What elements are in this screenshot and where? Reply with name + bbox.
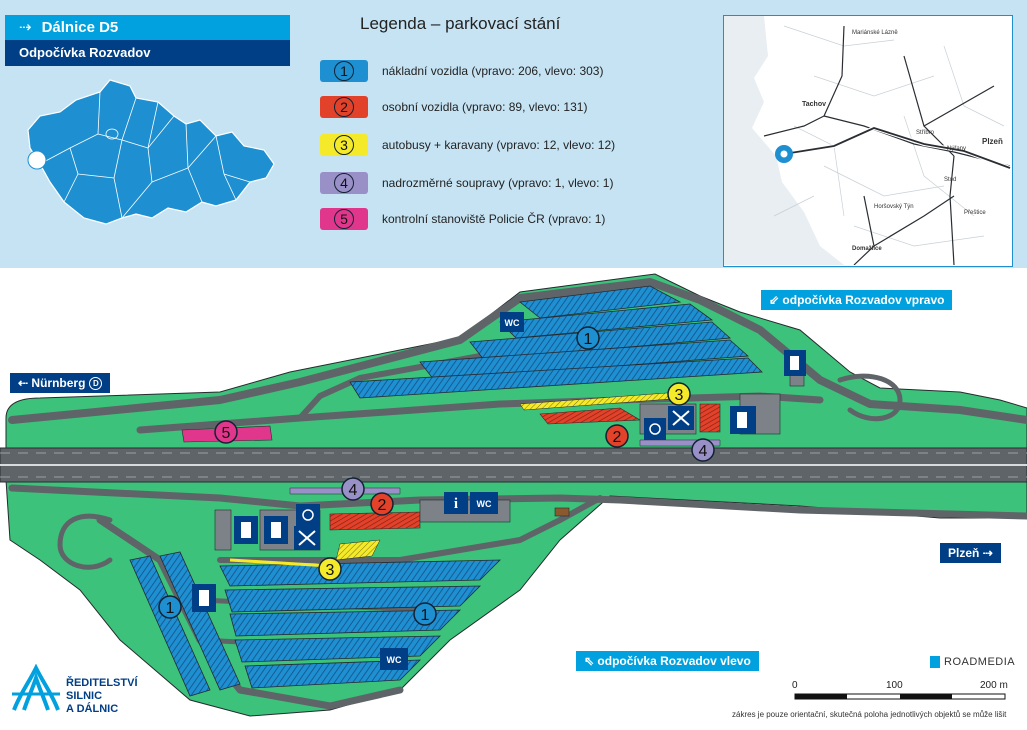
legend-item-trucks: 1 nákladní vozidla (vpravo: 206, vlevo: … xyxy=(320,59,603,83)
scale-label: 200 m xyxy=(980,680,1008,691)
town-label: Stod xyxy=(944,177,956,183)
legend-item-oversized: 4 nadrozměrné soupravy (vpravo: 1, vlevo… xyxy=(320,171,613,195)
legend-number: 4 xyxy=(334,173,354,193)
wc-label: WC xyxy=(387,655,402,665)
legend-text: autobusy + karavany (vpravo: 12, vlevo: … xyxy=(382,138,616,152)
legend-text: nadrozměrné soupravy (vpravo: 1, vlevo: … xyxy=(382,176,614,190)
town-label: Tachov xyxy=(802,101,826,108)
border-area xyxy=(724,16,844,265)
town-label: Plzeň xyxy=(982,137,1003,146)
disclaimer: zákres je pouze orientační, skutečná pol… xyxy=(732,710,1007,719)
highway-title: ⇢ Dálnice D5 xyxy=(5,15,290,40)
legend-number: 5 xyxy=(334,209,354,229)
marker-1: 1 xyxy=(584,331,593,348)
sign-rest-area-left-label: odpočívka Rozvadov vlevo xyxy=(597,654,751,668)
arrow-up-left-icon: ⇖ xyxy=(584,654,595,668)
rsd-line: ŘEDITELSTVÍ xyxy=(66,677,138,689)
sign-rest-area-left: ⇖ odpočívka Rozvadov vlevo xyxy=(576,651,759,671)
scale-label: 100 xyxy=(886,680,903,691)
sign-nurnberg-label: Nürnberg xyxy=(31,376,86,390)
legend-title: Legenda – parkovací stání xyxy=(360,14,561,33)
town-label: Nýřany xyxy=(947,146,966,152)
czech-republic-map xyxy=(27,79,275,225)
car-parking-south xyxy=(329,511,421,531)
legend-item-police: 5 kontrolní stanoviště Policie ČR (vprav… xyxy=(320,207,605,231)
legend-item-cars: 2 osobní vozidla (vpravo: 89, vlevo: 131… xyxy=(320,95,587,119)
arrow-right-icon: ⇢ xyxy=(982,546,993,560)
legend-swatch: 2 xyxy=(320,96,368,118)
playground-icon xyxy=(296,504,320,526)
roadmedia-logo: ROADMEDIA xyxy=(930,656,1016,669)
wc-icon xyxy=(380,648,408,670)
wc-icon xyxy=(470,492,498,514)
rest-area-site-plan: WC WC WC i 1 1 1 2 2 3 3 4 4 5 xyxy=(0,273,1027,717)
legend-number: 1 xyxy=(334,61,354,81)
marker-3: 3 xyxy=(326,562,335,579)
wc-label: WC xyxy=(477,499,492,509)
sign-plzen: Plzeň ⇢ xyxy=(940,543,1001,563)
service-icons: WC WC WC i xyxy=(192,312,806,670)
marker-4: 4 xyxy=(349,482,358,499)
town-label: Stříbro xyxy=(916,130,935,136)
marker-4: 4 xyxy=(699,443,708,460)
bus-lane-south xyxy=(229,558,331,568)
info-label: i xyxy=(454,496,458,512)
town-label: Přeštice xyxy=(964,210,986,216)
rsd-logo-text: ŘEDITELSTVÍ SILNIC A DÁLNIC xyxy=(66,677,138,716)
czech-outline xyxy=(27,79,275,225)
marker-2: 2 xyxy=(378,497,387,514)
marker-3: 3 xyxy=(675,387,684,404)
arrow-right-icon: ⇢ xyxy=(19,19,32,36)
wc-label: WC xyxy=(505,318,520,328)
legend-swatch: 3 xyxy=(320,134,368,156)
country-badge: D xyxy=(89,377,103,391)
rsd-line: A DÁLNIC xyxy=(66,703,119,715)
marker-1: 1 xyxy=(166,600,175,617)
legend-swatch: 5 xyxy=(320,208,368,230)
roadmedia-label: ROADMEDIA xyxy=(944,656,1016,668)
town-label: Domažlice xyxy=(852,246,882,252)
legend-item-buses: 3 autobusy + karavany (vpravo: 12, vlevo… xyxy=(320,133,615,157)
sign-rest-area-right-label: odpočívka Rozvadov vpravo xyxy=(782,293,945,307)
playground-icon xyxy=(644,418,666,440)
location-marker xyxy=(27,150,47,170)
legend-text: osobní vozidla (vpravo: 89, vlevo: 131) xyxy=(382,100,588,114)
highway-name: Dálnice D5 xyxy=(41,19,119,36)
legend-number: 2 xyxy=(334,97,354,117)
legend-swatch: 4 xyxy=(320,172,368,194)
locator-svg: Mariánské Lázně Tachov Stříbro Plzeň Nýř… xyxy=(724,16,1011,266)
legend-text: kontrolní stanoviště Policie ČR (vpravo:… xyxy=(382,212,606,226)
marker-5: 5 xyxy=(222,425,231,442)
marker-2: 2 xyxy=(613,429,622,446)
legend-number: 3 xyxy=(334,135,354,155)
parking-number-markers: 1 1 1 2 2 3 3 4 4 5 xyxy=(158,326,715,626)
scale-bar: 0 100 200 m xyxy=(792,680,1008,700)
town-label: Horšovský Týn xyxy=(874,204,914,210)
rsd-line: SILNIC xyxy=(66,690,103,702)
truck-parking-north xyxy=(349,285,763,399)
sign-plzen-label: Plzeň xyxy=(948,546,980,560)
bus-parking-south xyxy=(335,539,381,561)
region-borders xyxy=(39,91,251,219)
legend-text: nákladní vozidla (vpravo: 206, vlevo: 30… xyxy=(382,64,604,78)
rsd-logo-icon xyxy=(12,664,60,711)
arrow-down-left-icon: ⇙ xyxy=(769,293,780,307)
rest-area-title: Odpočívka Rozvadov xyxy=(5,40,290,66)
locator-map: Mariánské Lázně Tachov Stříbro Plzeň Nýř… xyxy=(723,15,1013,267)
scale-label: 0 xyxy=(792,680,798,691)
sign-rest-area-right: ⇙ odpočívka Rozvadov vpravo xyxy=(761,290,953,310)
wc-icon xyxy=(500,312,524,332)
roadmedia-icon xyxy=(930,656,940,669)
info-icon xyxy=(444,492,468,514)
legend-swatch: 1 xyxy=(320,60,368,82)
town-label: Mariánské Lázně xyxy=(852,30,898,36)
car-parking-north-east xyxy=(699,403,721,433)
arrow-left-icon: ⇠ xyxy=(18,376,29,390)
minor-roads xyxy=(773,25,1005,247)
marker-1: 1 xyxy=(421,607,430,624)
